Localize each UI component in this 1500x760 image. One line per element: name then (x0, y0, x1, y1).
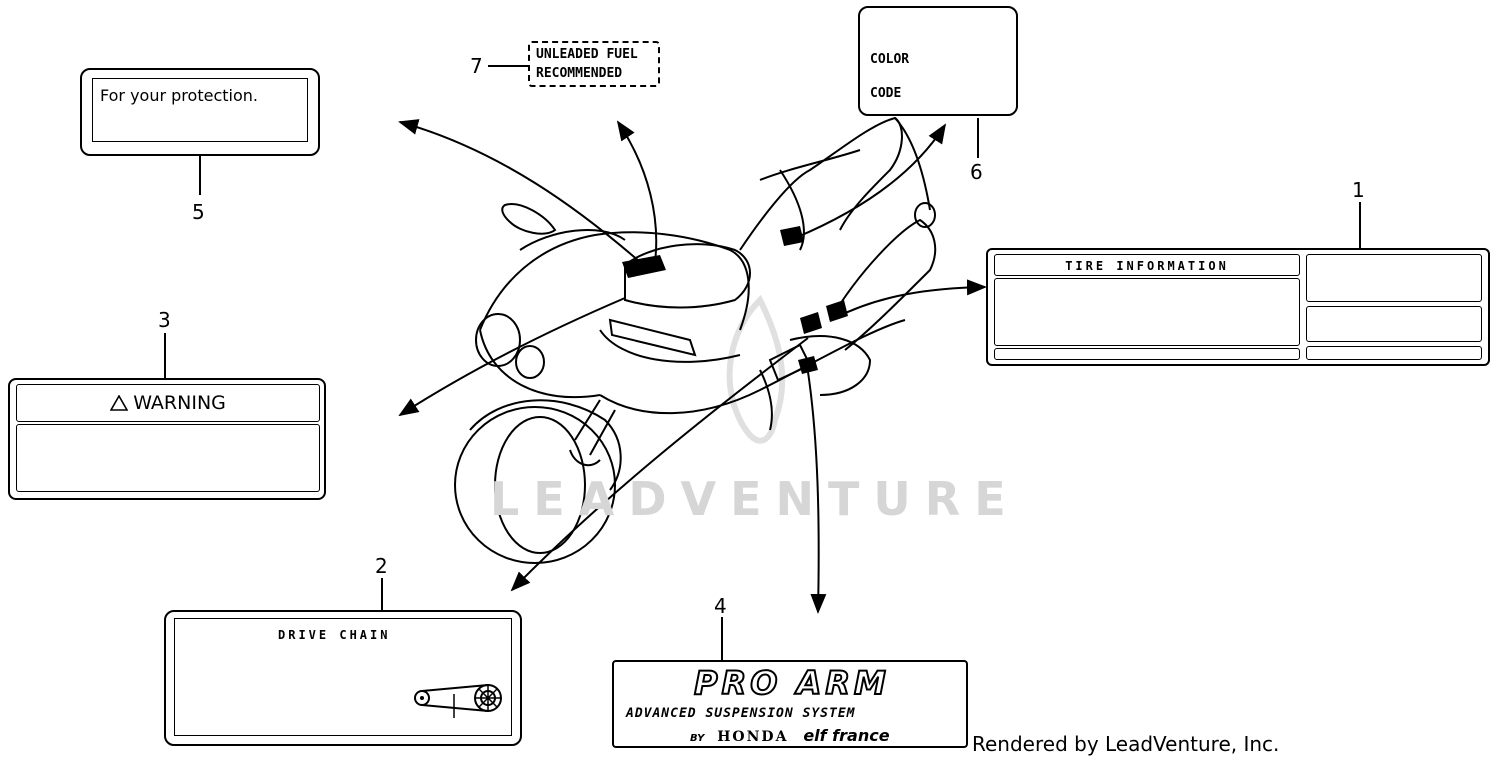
tire-info-right-box-2 (1306, 306, 1482, 342)
drive-chain-sprocket-icon (414, 684, 502, 718)
callout-number-6: 6 (970, 160, 983, 184)
warning-text: WARNING (133, 392, 226, 414)
sponsor-line: BY HONDA elf france (690, 726, 890, 745)
by-text: BY (690, 733, 705, 744)
tire-info-right-box-1 (1306, 254, 1482, 302)
callout-number-5: 5 (192, 200, 205, 224)
protection-label: For your protection. (80, 68, 320, 156)
elf-france-text: elf france (803, 726, 890, 745)
callout-number-3: 3 (158, 308, 171, 332)
leader-arrow-7 (616, 120, 658, 263)
leader-arrow-1 (834, 279, 987, 319)
color-text: COLOR (870, 52, 910, 67)
motorcycle-outline (454, 116, 937, 564)
pro-arm-logo: PRO ARM (693, 663, 890, 703)
leader-arrow-5 (398, 119, 641, 263)
drive-chain-label: DRIVE CHAIN (164, 610, 522, 746)
leader-arrow-2 (510, 337, 809, 592)
protection-text: For your protection. (100, 86, 258, 105)
drive-chain-inner-box (174, 618, 512, 736)
leader-arrow-4 (807, 371, 827, 614)
callout-number-4: 4 (714, 594, 727, 618)
leader-arrow-3 (398, 297, 626, 417)
tire-info-main-box (994, 278, 1300, 346)
leader-arrow-6 (794, 123, 947, 239)
code-text: CODE (870, 86, 902, 101)
fuel-text-line1: UNLEADED FUEL (536, 47, 638, 62)
warning-header: WARNING (16, 384, 320, 422)
tire-info-title: TIRE INFORMATION (1065, 259, 1229, 273)
callout-number-1: 1 (1352, 178, 1365, 202)
drive-chain-text: DRIVE CHAIN (278, 628, 391, 642)
fuel-text-line2: RECOMMENDED (536, 66, 623, 81)
warning-triangle-icon (109, 394, 129, 411)
tire-info-right-box-3 (1306, 346, 1482, 360)
protection-label-inner-box (92, 78, 308, 142)
tire-info-header-box: TIRE INFORMATION (994, 254, 1300, 276)
watermark-text: LEADVENTURE (490, 472, 1020, 526)
tire-info-footer-box (994, 348, 1300, 360)
suspension-text: ADVANCED SUSPENSION SYSTEM (626, 706, 856, 721)
unleaded-fuel-label: UNLEADED FUEL RECOMMENDED (528, 41, 660, 87)
tire-information-label: TIRE INFORMATION (986, 248, 1490, 366)
credit-text: Rendered by LeadVenture, Inc. (972, 732, 1280, 756)
pro-arm-label: PRO ARM ADVANCED SUSPENSION SYSTEM BY HO… (612, 660, 968, 748)
warning-label: WARNING (8, 378, 326, 500)
callout-number-2: 2 (375, 554, 388, 578)
warning-body-box (16, 424, 320, 492)
honda-text: HONDA (717, 729, 789, 745)
callout-number-7: 7 (470, 54, 483, 78)
color-code-label: COLOR CODE (858, 6, 1018, 116)
